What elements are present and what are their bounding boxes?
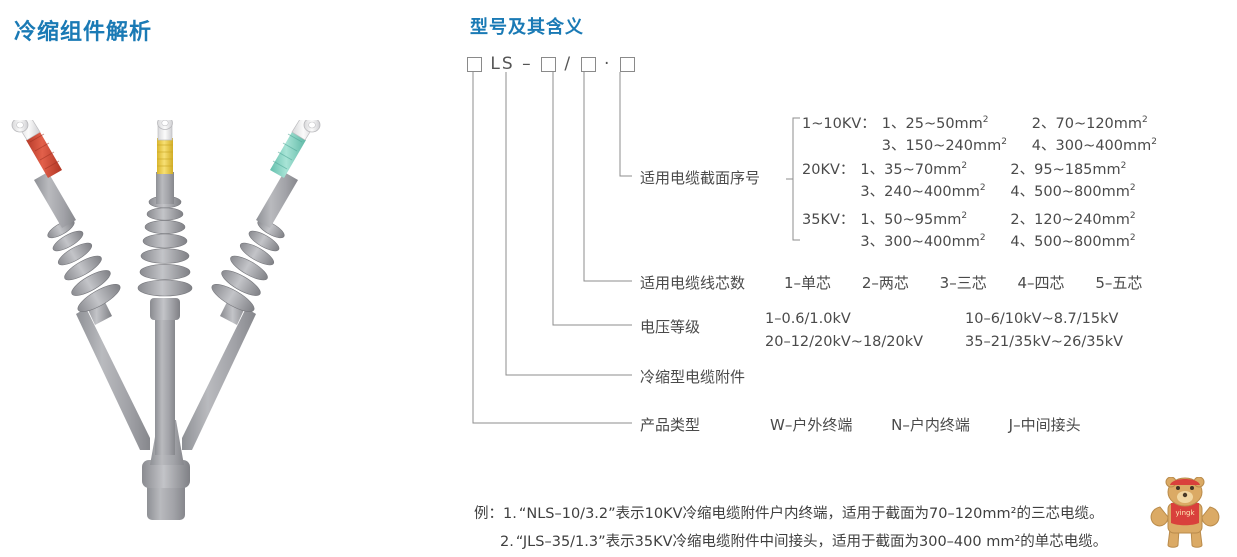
spec-1-r2c2: 4、300~400mm	[1031, 138, 1152, 155]
code-literal-ls: LS	[490, 54, 515, 74]
product-type-indoor: N–户内终端	[891, 416, 970, 434]
spec-1-r2c1: 3、150~240mm	[881, 138, 1002, 155]
spec-2-r1c2: 2、95~185mm	[1010, 162, 1121, 178]
spec-1-r1c1: 1、25~50mm	[881, 116, 983, 132]
product-photo-cold-shrink-termination	[0, 120, 340, 550]
callout-label-cross-section: 适用电缆截面序号	[640, 169, 761, 187]
spec-3-r1c2: 2、120~240mm	[1010, 212, 1130, 228]
watermark-label: yingk	[1175, 509, 1195, 517]
voltage-option-10: 10–6/10kV~8.7/15kV	[965, 311, 1119, 327]
spec-3-r2c1: 3、300~400mm	[860, 234, 980, 251]
code-box-2	[540, 56, 556, 72]
core-option-2: 2–两芯	[861, 274, 909, 292]
spec-2-r2c1: 3、240~400mm	[860, 184, 980, 201]
code-dash: –	[522, 54, 533, 74]
page-title-left: 冷缩组件解析	[14, 20, 153, 45]
core-option-3: 3–三芯	[939, 274, 987, 292]
code-box-4	[619, 56, 635, 72]
example-notes: 例：1.“NLS–10/3.2”表示10KV冷缩电缆附件户内终端，适用于截面为7…	[474, 500, 1107, 557]
voltage-option-1: 1–0.6/1.0kV	[765, 311, 851, 327]
spec-voltage-1: 1~10KV：	[802, 116, 876, 132]
voltage-option-20: 20–12/20kV~18/20kV	[765, 334, 924, 351]
product-type-outdoor: W–户外终端	[770, 416, 853, 434]
example-prefix: 例：	[474, 506, 503, 522]
spec-3-r2c2: 4、500~800mm	[1010, 234, 1130, 251]
spec-group-1-10kv: 1~10KV： 1、25~50mm2 2、70~120mm2 3、150~240…	[802, 113, 1182, 158]
example-text-2: “JLS–35/1.3”表示35KV冷缩电缆附件中间接头，适用于截面为300–4…	[515, 534, 1108, 551]
product-type-joint: J–中间接头	[1008, 416, 1081, 434]
code-box-3	[580, 56, 596, 72]
spec-voltage-3: 35KV：	[802, 212, 855, 228]
code-slash: /	[564, 54, 573, 74]
callout-label-core-count: 适用电缆线芯数	[640, 274, 746, 292]
spec-voltage-2: 20KV：	[802, 162, 855, 178]
spec-2-r1c1: 1、35~70mm	[860, 162, 962, 178]
example-line-2: 2.“JLS–35/1.3”表示35KV冷缩电缆附件中间接头，适用于截面为300…	[474, 528, 1107, 556]
spec-3-r1c1: 1、50~95mm	[860, 212, 962, 228]
callout-label-product-type: 产品类型	[640, 416, 701, 434]
example-index-2: 2.	[500, 534, 514, 551]
code-box-1	[467, 56, 482, 72]
watermark-bear-mascot: yingk	[1146, 476, 1224, 549]
voltage-option-35: 35–21/35kV~26/35kV	[965, 334, 1124, 351]
core-option-4: 4–四芯	[1017, 274, 1065, 292]
spec-group-20kv: 20KV： 1、35~70mm2 2、95~185mm2 3、240~400mm…	[802, 159, 1160, 204]
spec-1-r1c2: 2、70~120mm	[1031, 116, 1143, 132]
core-option-5: 5–五芯	[1095, 274, 1143, 292]
core-option-1: 1–单芯	[784, 274, 832, 292]
example-text-1: “NLS–10/3.2”表示10KV冷缩电缆附件户内终端，适用于截面为70–12…	[518, 506, 1104, 522]
example-line-1: 例：1.“NLS–10/3.2”表示10KV冷缩电缆附件户内终端，适用于截面为7…	[474, 500, 1107, 528]
callout-label-voltage-level: 电压等级	[640, 318, 701, 336]
core-count-options: 1–单芯 2–两芯 3–三芯 4–四芯 5–五芯	[784, 272, 1168, 293]
product-type-options: W–户外终端 N–户内终端 J–中间接头	[770, 414, 1115, 435]
voltage-level-options: 1–0.6/1.0kV 10–6/10kV~8.7/15kV 20–12/20k…	[765, 308, 1195, 354]
code-dot: ·	[603, 54, 612, 74]
spec-2-r2c2: 4、500~800mm	[1010, 184, 1130, 201]
spec-group-35kv: 35KV： 1、50~95mm2 2、120~240mm2 3、300~400m…	[802, 209, 1160, 254]
callout-label-accessory-type: 冷缩型电缆附件	[640, 368, 746, 386]
model-code-formula: LS – / ·	[466, 54, 636, 74]
example-index-1: 1.	[503, 506, 517, 522]
page-title-right: 型号及其含义	[470, 17, 584, 38]
